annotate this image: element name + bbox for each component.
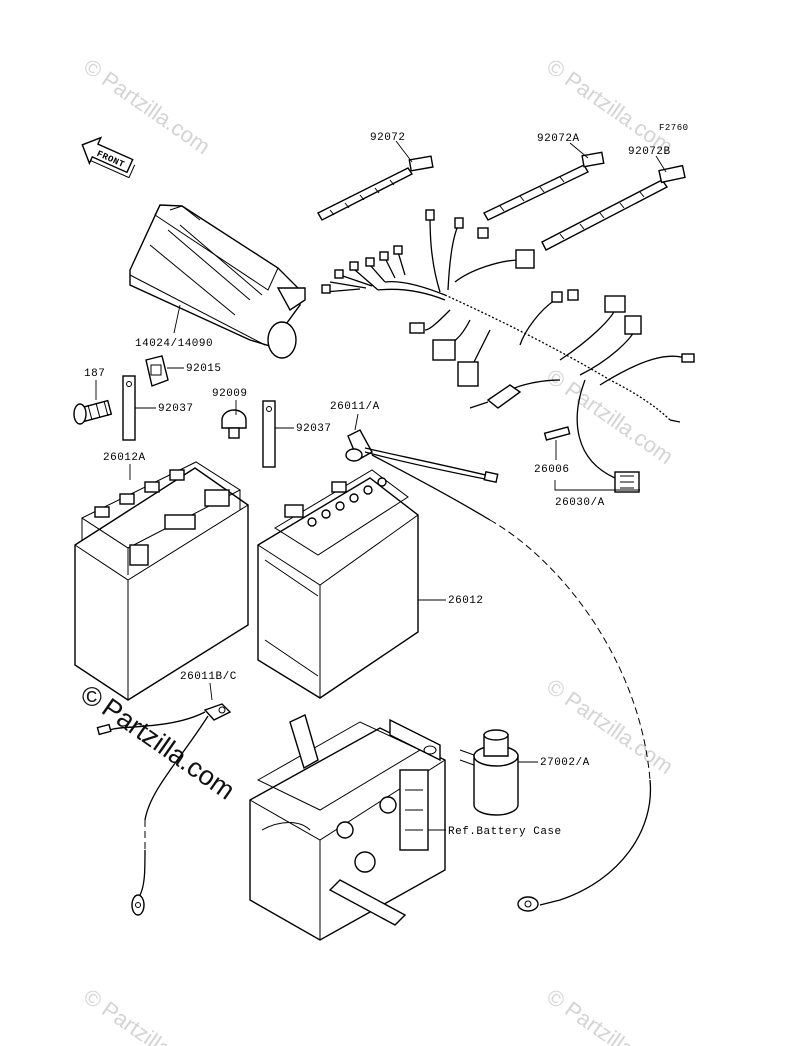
relay-27002A bbox=[459, 729, 538, 816]
battery-26012A bbox=[74, 461, 249, 701]
figure-code: F2760 bbox=[659, 123, 689, 133]
cable-tie-92072A bbox=[483, 142, 605, 221]
label-ref-battery-case: Ref.Battery Case bbox=[448, 826, 562, 838]
battery-cable-26011A bbox=[345, 413, 652, 912]
label-92072: 92072 bbox=[370, 132, 406, 144]
grommet-92009 bbox=[221, 400, 247, 439]
watermark-text: © Partzilla.com bbox=[79, 54, 215, 160]
label-92037-left: 92037 bbox=[158, 403, 194, 415]
front-arrow-icon: FRONT bbox=[81, 136, 136, 179]
label-26012A: 26012A bbox=[103, 452, 146, 464]
label-92037-right: 92037 bbox=[296, 423, 332, 435]
cable-tie-92072B bbox=[541, 155, 686, 251]
label-92009: 92009 bbox=[212, 388, 248, 400]
label-92072A: 92072A bbox=[537, 133, 580, 145]
rubber-cover-14024 bbox=[129, 204, 306, 359]
label-92015: 92015 bbox=[186, 363, 222, 375]
battery-26012 bbox=[257, 469, 446, 699]
label-92072B: 92072B bbox=[628, 146, 671, 158]
label-187: 187 bbox=[84, 368, 105, 380]
label-26006: 26006 bbox=[534, 464, 570, 476]
cable-tie-92072 bbox=[317, 140, 434, 221]
label-26012: 26012 bbox=[448, 595, 484, 607]
watermark-text: © Partzilla.com bbox=[542, 984, 678, 1046]
label-14024-14090: 14024/14090 bbox=[135, 338, 213, 350]
strap-92037-left bbox=[122, 375, 156, 441]
copyright-symbol: © bbox=[82, 682, 102, 712]
label-26011B-C: 26011B/C bbox=[180, 671, 237, 683]
clip-92015 bbox=[145, 355, 184, 387]
bolt-187 bbox=[73, 380, 113, 425]
battery-cable-26011BC bbox=[96, 682, 232, 916]
wire-harness bbox=[321, 209, 695, 493]
leader-26030 bbox=[554, 480, 640, 491]
partzilla-brand-watermark: © Partzilla.com bbox=[82, 682, 240, 806]
label-26030-A: 26030/A bbox=[555, 497, 605, 509]
fuse-26006 bbox=[543, 426, 571, 460]
label-26011-A: 26011/A bbox=[330, 401, 380, 413]
label-27002-A: 27002/A bbox=[540, 757, 590, 769]
strap-92037-right bbox=[262, 400, 294, 468]
watermark-text: © Partzilla.com bbox=[79, 984, 215, 1046]
battery-case bbox=[249, 714, 446, 941]
